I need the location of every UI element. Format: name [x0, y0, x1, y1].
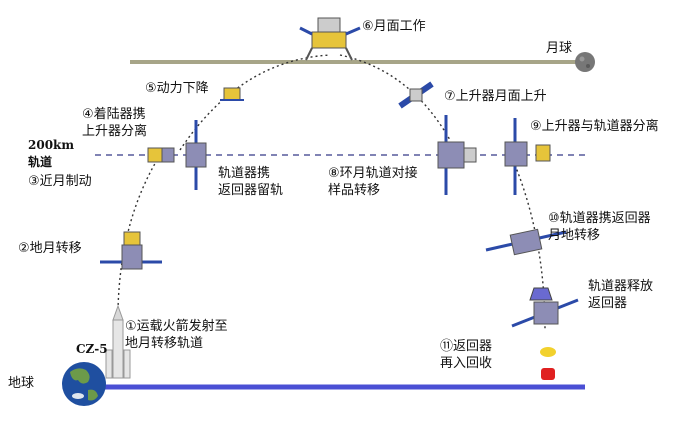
docking-icon: [437, 115, 477, 195]
step-3-label: ③近月制动: [28, 174, 92, 189]
lunar-lander-icon: [299, 17, 361, 61]
step-5-label: ⑤动力下降: [145, 81, 209, 96]
orbit-altitude-label: 200km 轨道: [28, 138, 75, 169]
braking-craft-icon: [147, 147, 175, 163]
rocket-icon: [105, 304, 131, 379]
orbiter-release-icon: [511, 298, 579, 328]
step-1-label: ①运载火箭发射至 地月转移轨道: [125, 319, 228, 351]
step-10-label: ⑩轨道器携返回器 月地转移: [548, 211, 651, 243]
earth-icon: [62, 362, 106, 406]
trajectory-descent: [179, 54, 331, 151]
earth-label: 地球: [8, 376, 35, 391]
release-label: 轨道器释放 返回器: [588, 279, 654, 311]
step-6-label: ⑥月面工作: [362, 19, 426, 34]
descent-lander-icon: [220, 87, 244, 101]
step-11-label: ⑪返回器 再入回收: [440, 339, 493, 371]
orbiter-return-icon: [485, 228, 567, 256]
rocket-label: CZ-5: [76, 342, 108, 356]
step-8-label: ⑧环月轨道对接 样品转移: [328, 166, 418, 198]
trajectory-transfer: [117, 154, 161, 311]
ascender-icon: [398, 81, 434, 109]
orbiter-stay-label: 轨道器携 返回器留轨: [218, 166, 284, 198]
step-9-label: ⑨上升器与轨道器分离: [530, 119, 659, 134]
returner-capsule-icon: [529, 287, 553, 301]
reentry-capsule-icon: [540, 347, 556, 380]
moon-label: 月球: [546, 41, 573, 56]
orbiter-returner-left-icon: [185, 120, 207, 190]
step-7-label: ⑦上升器月面上升: [444, 89, 547, 104]
step-4-label: ④着陆器携 上升器分离: [82, 107, 148, 139]
spacecraft-stack-icon: [100, 231, 162, 270]
separation-icon: [504, 118, 551, 195]
step-2-label: ②地月转移: [18, 241, 82, 256]
moon-icon: [575, 52, 595, 72]
trajectory-ascent: [339, 54, 451, 141]
